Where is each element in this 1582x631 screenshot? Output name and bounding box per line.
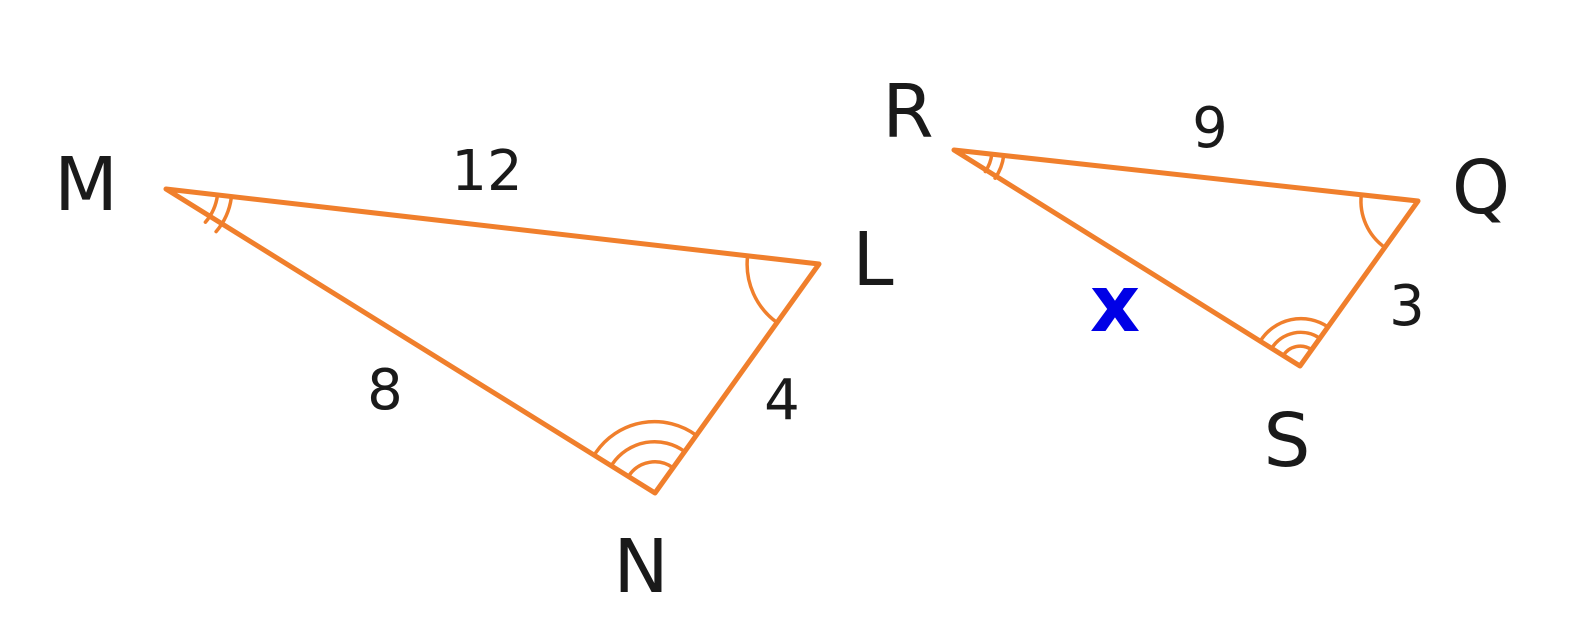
vertex-label-q: Q [1452, 145, 1510, 231]
angle-mark-l [745, 255, 779, 325]
triangle-rqs [951, 147, 1421, 369]
vertex-label-m: M [54, 142, 118, 228]
vertex-label-r: R [882, 69, 933, 155]
side-label-rs-unknown: x [1090, 260, 1140, 350]
angle-mark-s [1258, 316, 1330, 358]
angle-mark-q [1359, 193, 1387, 250]
angle-mark-n [594, 419, 699, 478]
angle-mark-r [983, 152, 1006, 180]
vertex-label-s: S [1264, 398, 1311, 484]
triangle-mln-outline [163, 186, 822, 496]
side-label-ml: 12 [451, 139, 522, 204]
side-label-mn: 8 [367, 358, 403, 423]
vertex-label-n: N [613, 524, 668, 610]
side-label-rq: 9 [1192, 96, 1228, 161]
side-label-sq: 3 [1389, 274, 1425, 339]
triangle-rqs-outline [951, 147, 1421, 369]
angle-mark-m [203, 193, 234, 234]
vertex-label-l: L [852, 217, 893, 303]
triangle-mln [163, 186, 822, 496]
side-label-nl: 4 [764, 368, 800, 433]
